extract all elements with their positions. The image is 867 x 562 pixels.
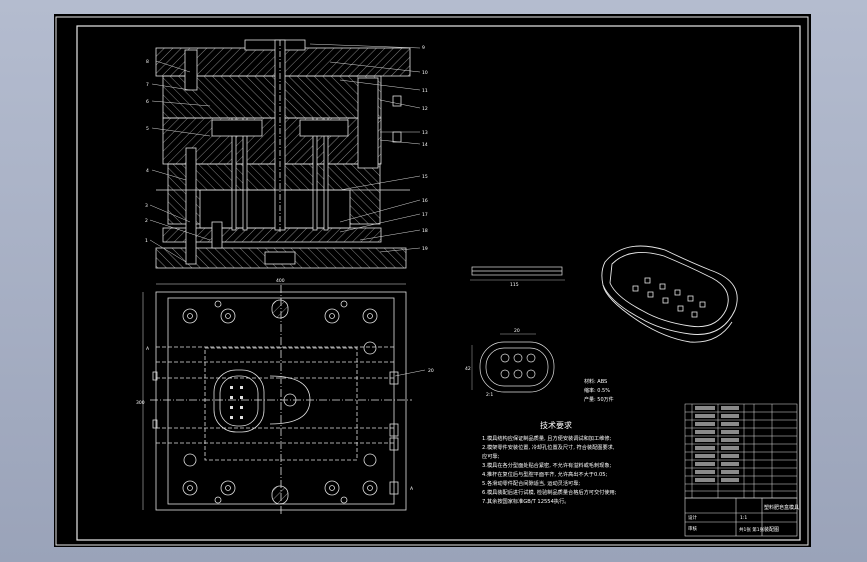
part-label-4: 4: [146, 168, 149, 174]
part-spec-shrink: 缩率: 0.5%: [584, 387, 610, 394]
tech-note-8: 7.其余按国家标准GB/T 12554执行。: [482, 497, 569, 505]
part-label-leaders: [149, 43, 426, 377]
part-side-view: [470, 266, 565, 281]
part-spec-volume: 产量: 50万件: [584, 396, 614, 403]
tech-note-3: 应可靠;: [482, 452, 500, 460]
part-label-3: 3: [145, 203, 148, 209]
mold-plan-view: [142, 283, 412, 515]
part-label-20: 20: [428, 368, 434, 374]
part-label-7: 7: [146, 82, 149, 88]
dim-part-side: 42: [465, 366, 471, 372]
part-label-5: 5: [146, 126, 149, 132]
dim-bottom-note: 2:1: [486, 392, 493, 398]
part-spec-material: 材料: ABS: [584, 378, 607, 385]
part-label-15: 15: [422, 174, 428, 180]
plan-view-marks: [230, 386, 243, 419]
tech-note-6: 5.各滑动零件配合间隙适当, 运动灵活可靠;: [482, 479, 580, 487]
title-scale: 1:1: [740, 515, 747, 521]
soap-dish-3d-view: [601, 245, 738, 343]
title-drawing-no: 装配图: [764, 526, 779, 533]
title-check-label: 审核: [688, 525, 697, 532]
parts-list-table: [684, 403, 798, 499]
section-mark-a2: A: [410, 486, 414, 492]
parts-list-fill: [695, 406, 739, 482]
dim-side-height: 300: [136, 400, 145, 406]
part-label-11: 11: [422, 88, 428, 94]
part-labels: 8 7 6 5 4 3 2 1 9 10 11 12 13 14 15 16 1…: [145, 45, 434, 374]
tech-note-7: 6.模具装配后进行试模, 检验制品质量合格后方可交付使用;: [482, 488, 617, 496]
tech-note-1: 1.模具结构应保证制品质量, 且方便安装调试和加工维修;: [482, 434, 612, 442]
inner-frame: [76, 25, 801, 541]
part-specs: 材料: ABS 缩率: 0.5% 产量: 50万件: [584, 378, 614, 403]
dim-top-width: 400: [276, 278, 285, 284]
part-label-18: 18: [422, 228, 428, 234]
section-mark-a: A: [146, 346, 150, 352]
title-block: [684, 497, 798, 537]
part-label-14: 14: [422, 142, 428, 148]
mold-section-view: [155, 39, 411, 269]
dim-part-length: 115: [510, 282, 519, 288]
dim-part-small: 20: [514, 328, 520, 334]
part-label-17: 17: [422, 212, 428, 218]
part-label-6: 6: [146, 99, 149, 105]
part-label-16: 16: [422, 198, 428, 204]
part-label-12: 12: [422, 106, 428, 112]
part-label-2: 2: [145, 218, 148, 224]
title-drawing-name: 塑料肥皂盒模具: [764, 504, 799, 511]
tech-note-5: 4.推杆在复位后与型腔平面平齐, 允许高出不大于0.05;: [482, 470, 608, 478]
part-label-1: 1: [145, 238, 148, 244]
tech-title: 技术要求: [540, 420, 572, 430]
part-label-19: 19: [422, 246, 428, 252]
outer-frame: [55, 16, 809, 546]
title-sheet-label: 共1张 第1张: [739, 526, 765, 533]
part-label-10: 10: [422, 70, 428, 76]
part-label-9: 9: [422, 45, 425, 51]
tech-note-4: 3.模具在各分型面处贴合紧密, 不允许有溢料或毛刺现象;: [482, 461, 612, 469]
part-label-8: 8: [146, 59, 149, 65]
part-label-13: 13: [422, 130, 428, 136]
technical-requirements: 技术要求 1.模具结构应保证制品质量, 且方便安装调试和加工维修; 2.模架零件…: [482, 420, 617, 505]
tech-note-2: 2.模架零件安装位置, 冷却孔位置及尺寸, 符合装配图要求,: [482, 443, 615, 451]
title-design-label: 设计: [688, 514, 697, 521]
part-top-view: [471, 333, 555, 393]
